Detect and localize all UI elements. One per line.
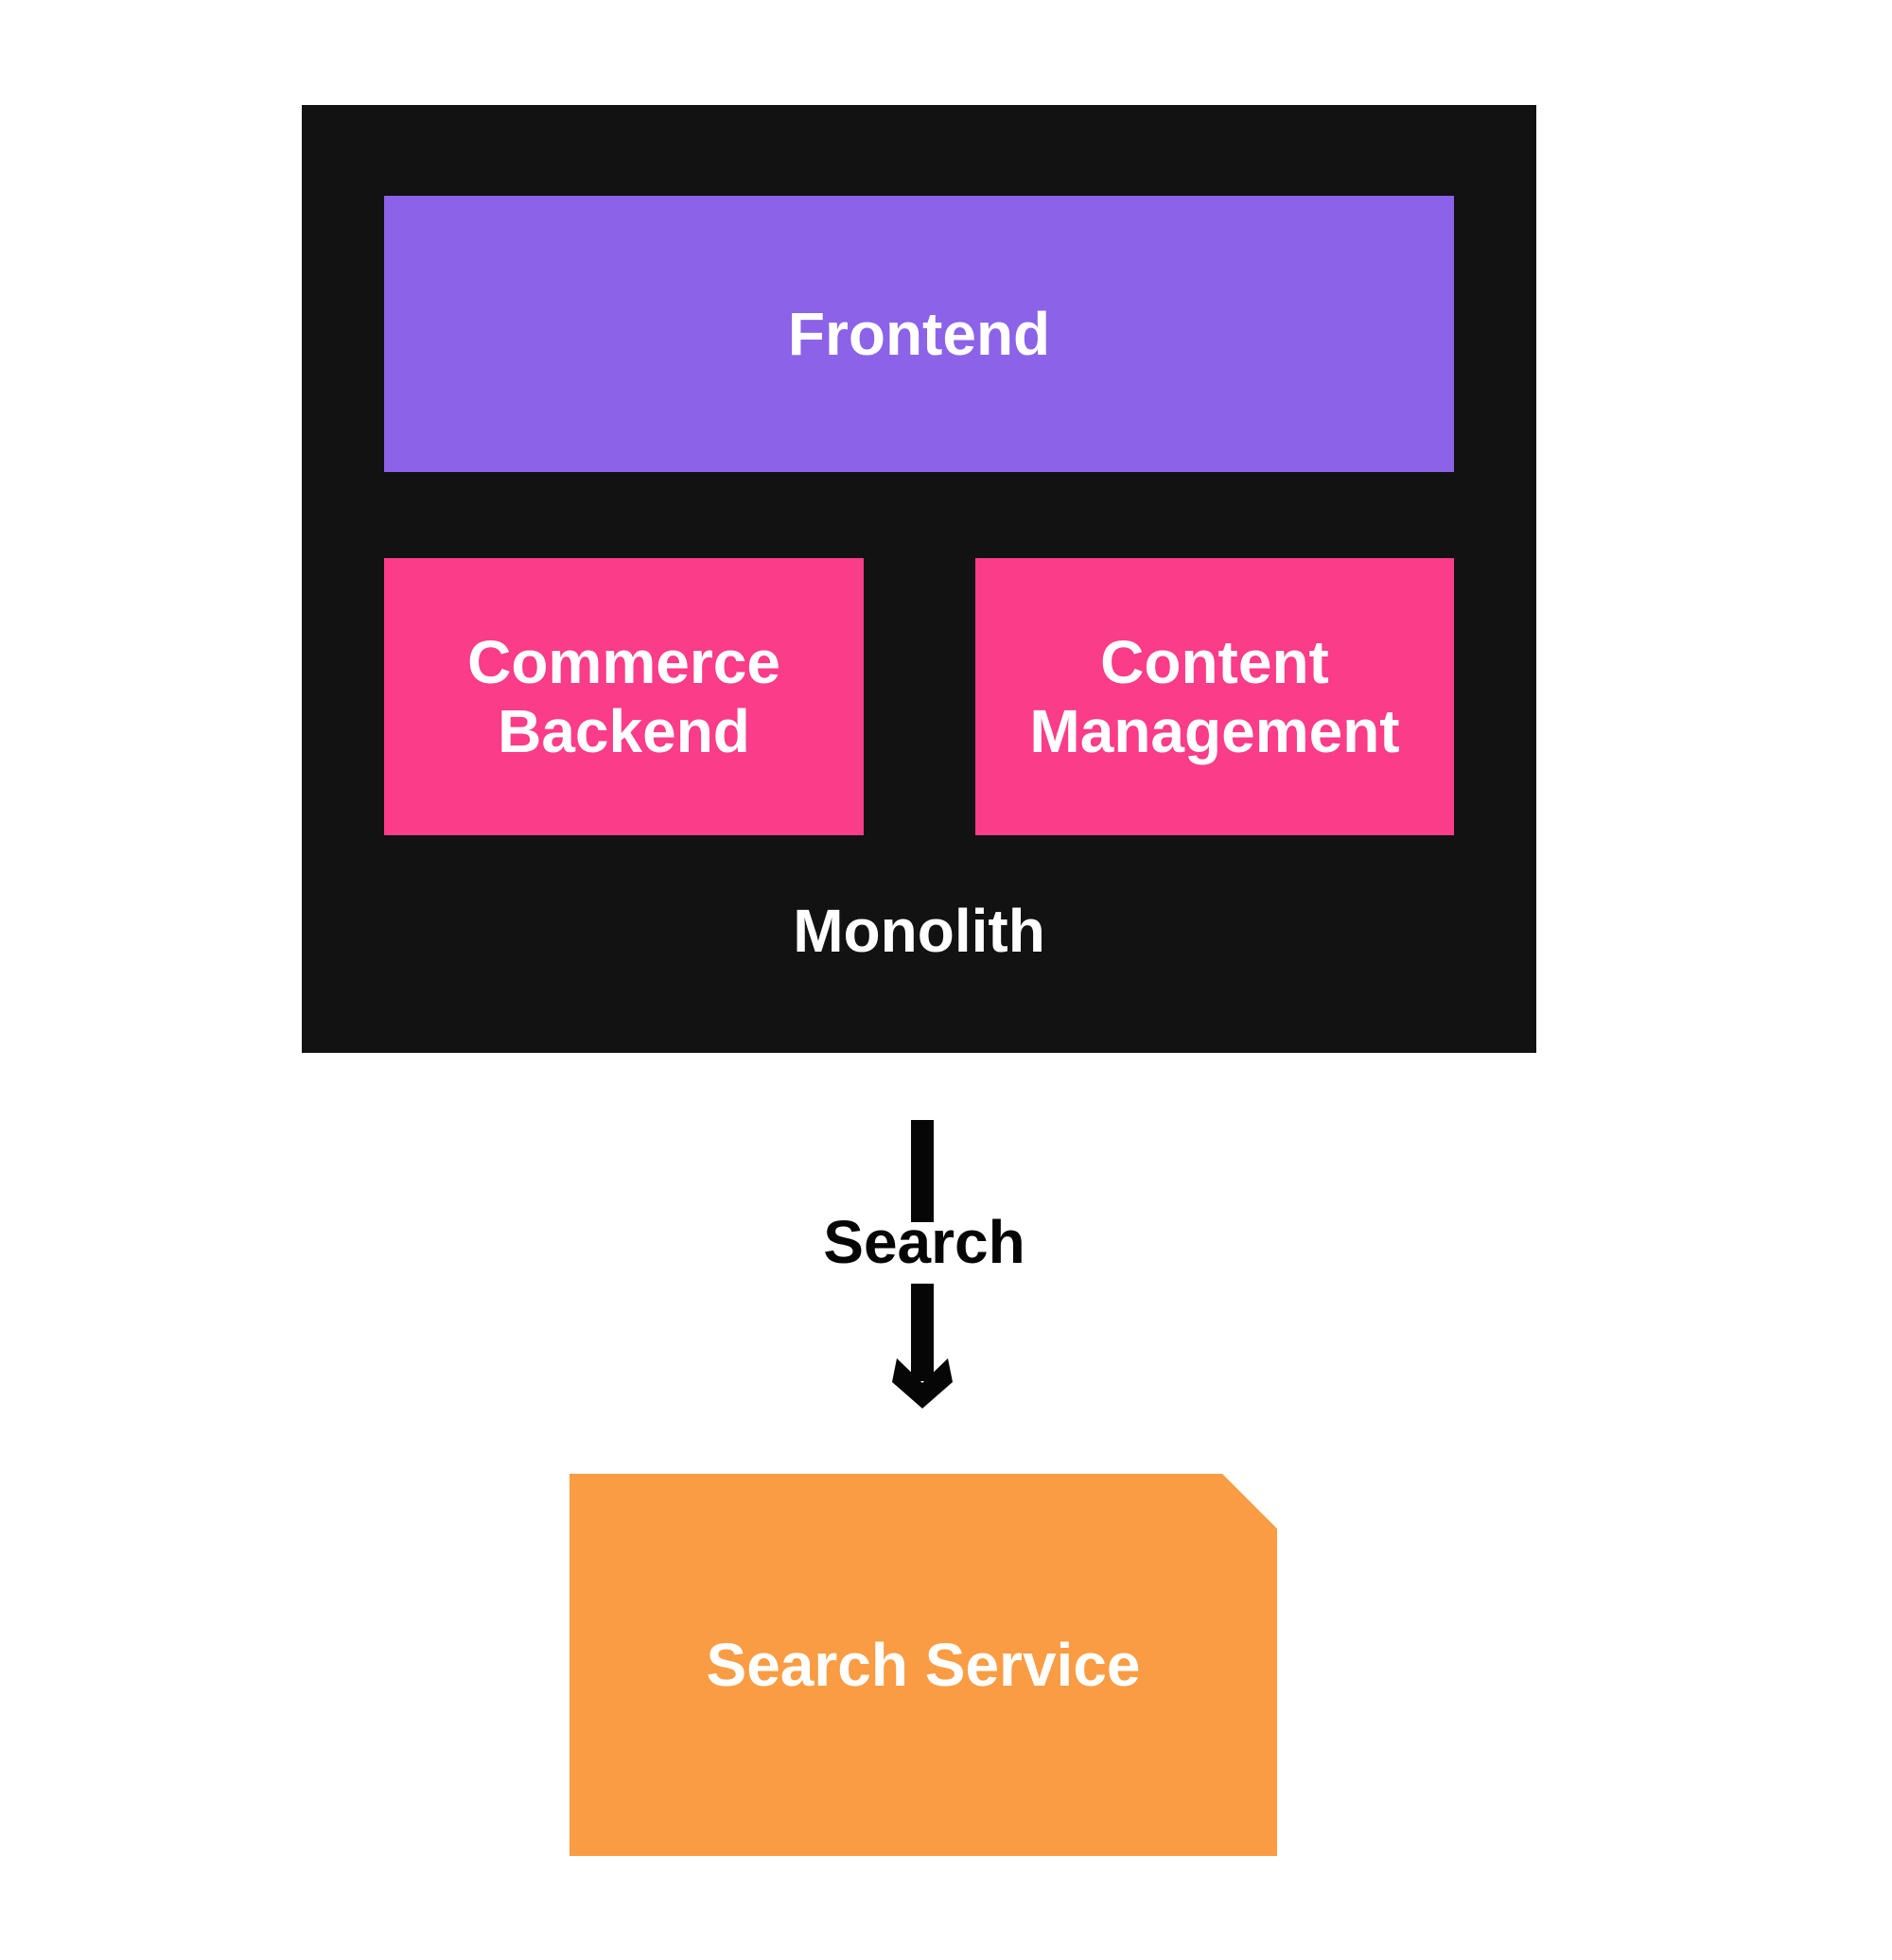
monolith-box: Frontend Commerce Backend Content Manage… (302, 105, 1536, 1053)
search-service-box: Search Service (569, 1474, 1277, 1856)
arrow-shaft-top (911, 1120, 934, 1222)
content-management-box: Content Management (975, 558, 1454, 835)
search-arrow-label: Search (823, 1208, 1025, 1276)
frontend-label: Frontend (787, 299, 1051, 368)
commerce-backend-box: Commerce Backend (384, 558, 864, 835)
arrow-head (892, 1358, 953, 1409)
commerce-backend-label: Commerce Backend (467, 627, 780, 765)
search-service-label: Search Service (706, 1631, 1141, 1699)
monolith-label: Monolith (793, 897, 1045, 965)
content-management-label: Content Management (1029, 627, 1400, 765)
frontend-box: Frontend (384, 196, 1454, 472)
arrow-down-icon (892, 1120, 953, 1409)
arrow-shaft-bottom (911, 1284, 934, 1381)
